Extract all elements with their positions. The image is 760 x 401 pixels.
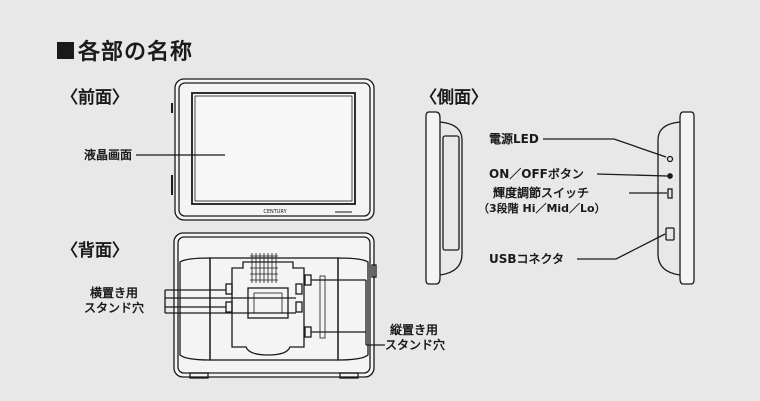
usb-leader-line <box>577 233 666 260</box>
label-on-off-button: ON／OFFボタン <box>489 167 584 181</box>
label-vertical-stand-2: スタンド穴 <box>385 338 446 352</box>
label-brightness-levels: （3段階 Hi／Mid／Lo） <box>478 202 606 215</box>
page-title-text: 各部の名称 <box>78 40 194 65</box>
label-horizontal-stand-1: 横置き用 <box>90 286 139 300</box>
led-leader-line <box>543 138 667 158</box>
square-bullet-icon <box>57 41 74 59</box>
label-usb-connector: USBコネクタ <box>489 252 565 266</box>
label-lcd: 液晶画面 <box>84 148 133 162</box>
section-back: 〈背面〉 <box>61 241 129 261</box>
page-title: 各部の名称 <box>57 34 193 66</box>
left-side-view <box>425 111 463 285</box>
label-vertical-stand-1: 縦置き用 <box>390 323 439 337</box>
horizontal-stand-leaders <box>164 289 296 314</box>
front-view <box>171 78 375 221</box>
section-side: 〈側面〉 <box>420 88 488 108</box>
label-power-led: 電源LED <box>489 132 539 146</box>
vertical-stand-leaders <box>311 279 385 346</box>
label-brightness-switch: 輝度調節スイッチ <box>493 186 590 200</box>
section-front: 〈前面〉 <box>61 88 129 108</box>
back-view <box>173 232 377 379</box>
label-horizontal-stand-2: スタンド穴 <box>84 301 145 315</box>
right-side-view <box>657 111 695 285</box>
button-leader-line <box>596 173 668 177</box>
brand-logo: CENTURY <box>263 209 287 215</box>
